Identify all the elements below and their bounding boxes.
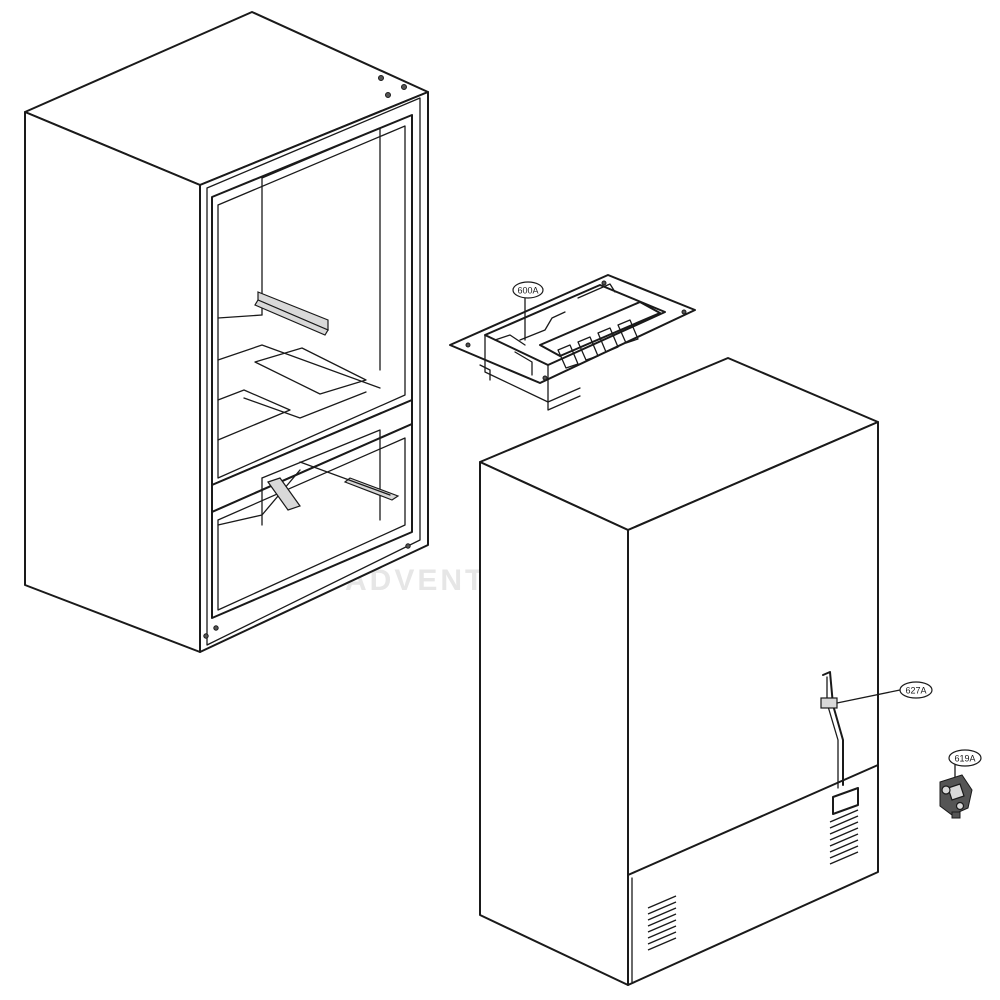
rear-cabinet-back-face xyxy=(627,421,879,986)
floor-panel xyxy=(254,347,367,395)
callout-619a-label: 619A xyxy=(954,753,975,763)
access-panel xyxy=(832,787,859,815)
callout-leader-627a xyxy=(836,689,901,704)
ice-maker-tray xyxy=(484,284,666,366)
callout-619a xyxy=(948,749,982,767)
ice-mold xyxy=(539,301,661,357)
tube-clamp xyxy=(820,697,838,709)
water-tube-assembly: 627A xyxy=(820,671,933,789)
vent-grille-left xyxy=(647,895,677,951)
water-valve-part: 619A xyxy=(939,749,982,819)
ice-maker-assembly: 600A xyxy=(449,274,696,411)
cabinet-left-side-face xyxy=(24,111,201,653)
rear-cabinet-side-face xyxy=(479,461,629,986)
freezer-opening xyxy=(211,423,413,619)
callout-627a-label: 627A xyxy=(905,685,926,695)
callout-600a xyxy=(512,281,544,299)
callout-627a xyxy=(899,681,933,699)
refrigerator-cabinet-rear: 627A xyxy=(479,357,933,986)
callout-600a-label: 600A xyxy=(517,285,538,295)
refrigerator-cabinet-open-front xyxy=(24,11,429,653)
drawer-rail-left xyxy=(267,477,301,511)
vent-grille-right xyxy=(829,809,859,865)
